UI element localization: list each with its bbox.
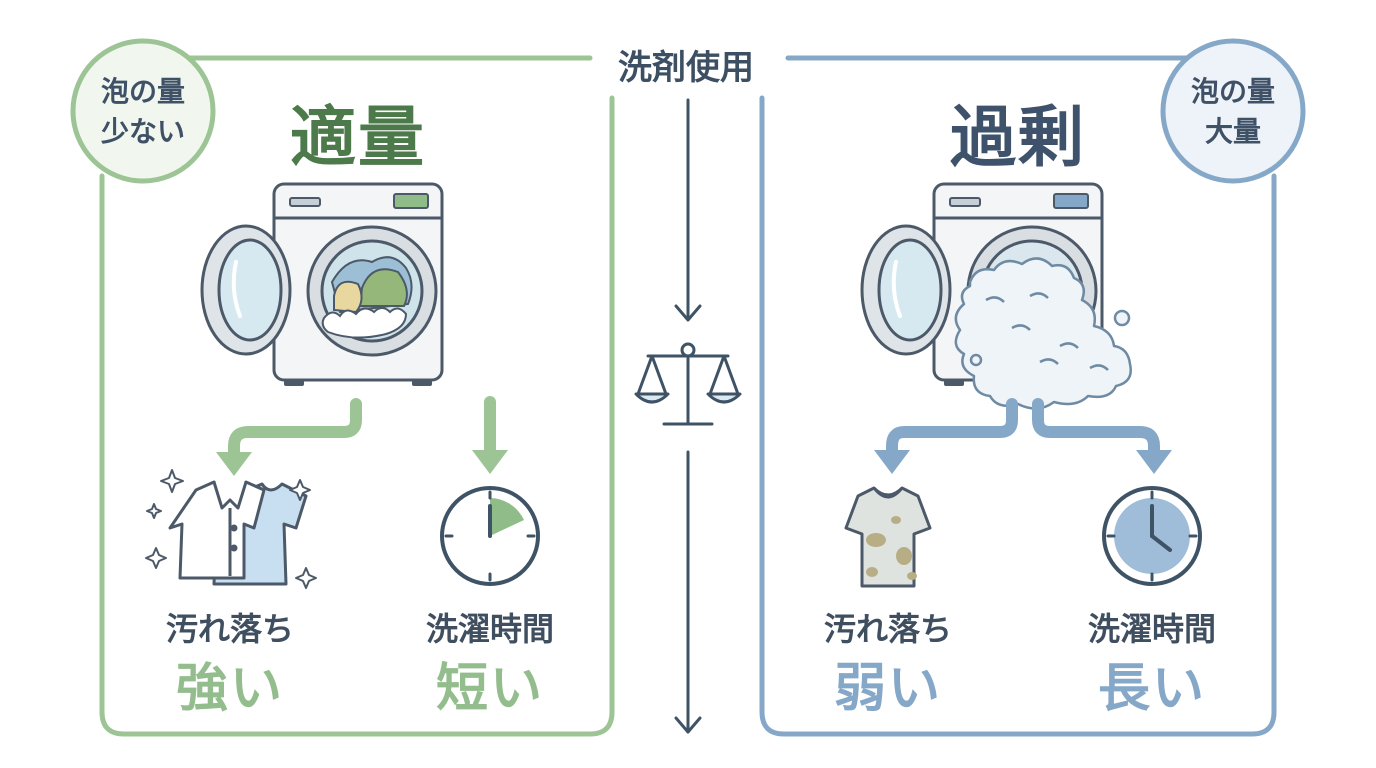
center-title: 洗剤使用	[618, 48, 754, 88]
right-badge-line2: 大量	[1204, 115, 1261, 148]
right-stat1-value: 弱い	[833, 659, 942, 719]
left-flow-arrow-1	[228, 398, 362, 460]
left-washing-machine-icon	[200, 182, 444, 386]
sparkle-icons	[145, 469, 317, 589]
left-stat1-label: 汚れ落ち	[165, 610, 294, 648]
left-stat2-label: 洗濯時間	[425, 610, 554, 648]
right-flow-arrows	[886, 398, 1160, 458]
left-panel-frame	[99, 55, 615, 737]
left-flow-arrowhead-2	[472, 450, 508, 474]
right-panel-title: 過剰	[950, 99, 1086, 176]
left-badge-label: 泡の量 少ない	[68, 72, 218, 152]
right-badge-circle	[1160, 38, 1306, 184]
right-badge-line1: 泡の量	[1190, 75, 1275, 108]
center-axis	[674, 98, 702, 734]
clean-shirts-icon	[168, 480, 308, 586]
left-panel-title: 適量	[290, 99, 426, 176]
left-badge-line1: 泡の量	[100, 75, 185, 108]
balance-scale-icon	[634, 342, 742, 426]
right-stat2-label: 洗濯時間	[1087, 610, 1216, 648]
right-badge-label: 泡の量 大量	[1158, 72, 1308, 152]
right-stat2-value: 長い	[1097, 659, 1206, 719]
left-stat2-value: 短い	[435, 659, 544, 719]
left-flow-arrowhead-1	[216, 452, 252, 476]
left-clock-icon	[440, 486, 540, 586]
right-stat1-label: 汚れ落ち	[823, 610, 952, 648]
left-badge-circle	[70, 38, 216, 184]
right-panel-frame	[759, 55, 1277, 737]
stained-shirt-icon	[844, 486, 932, 588]
overflowing-foam	[954, 257, 1132, 410]
right-clock-icon	[1102, 486, 1202, 586]
right-flow-arrowhead-1	[874, 450, 910, 474]
left-stat1-value: 強い	[175, 659, 284, 719]
left-badge-line2: 少ない	[100, 115, 185, 148]
right-flow-arrowhead-2	[1136, 450, 1172, 474]
